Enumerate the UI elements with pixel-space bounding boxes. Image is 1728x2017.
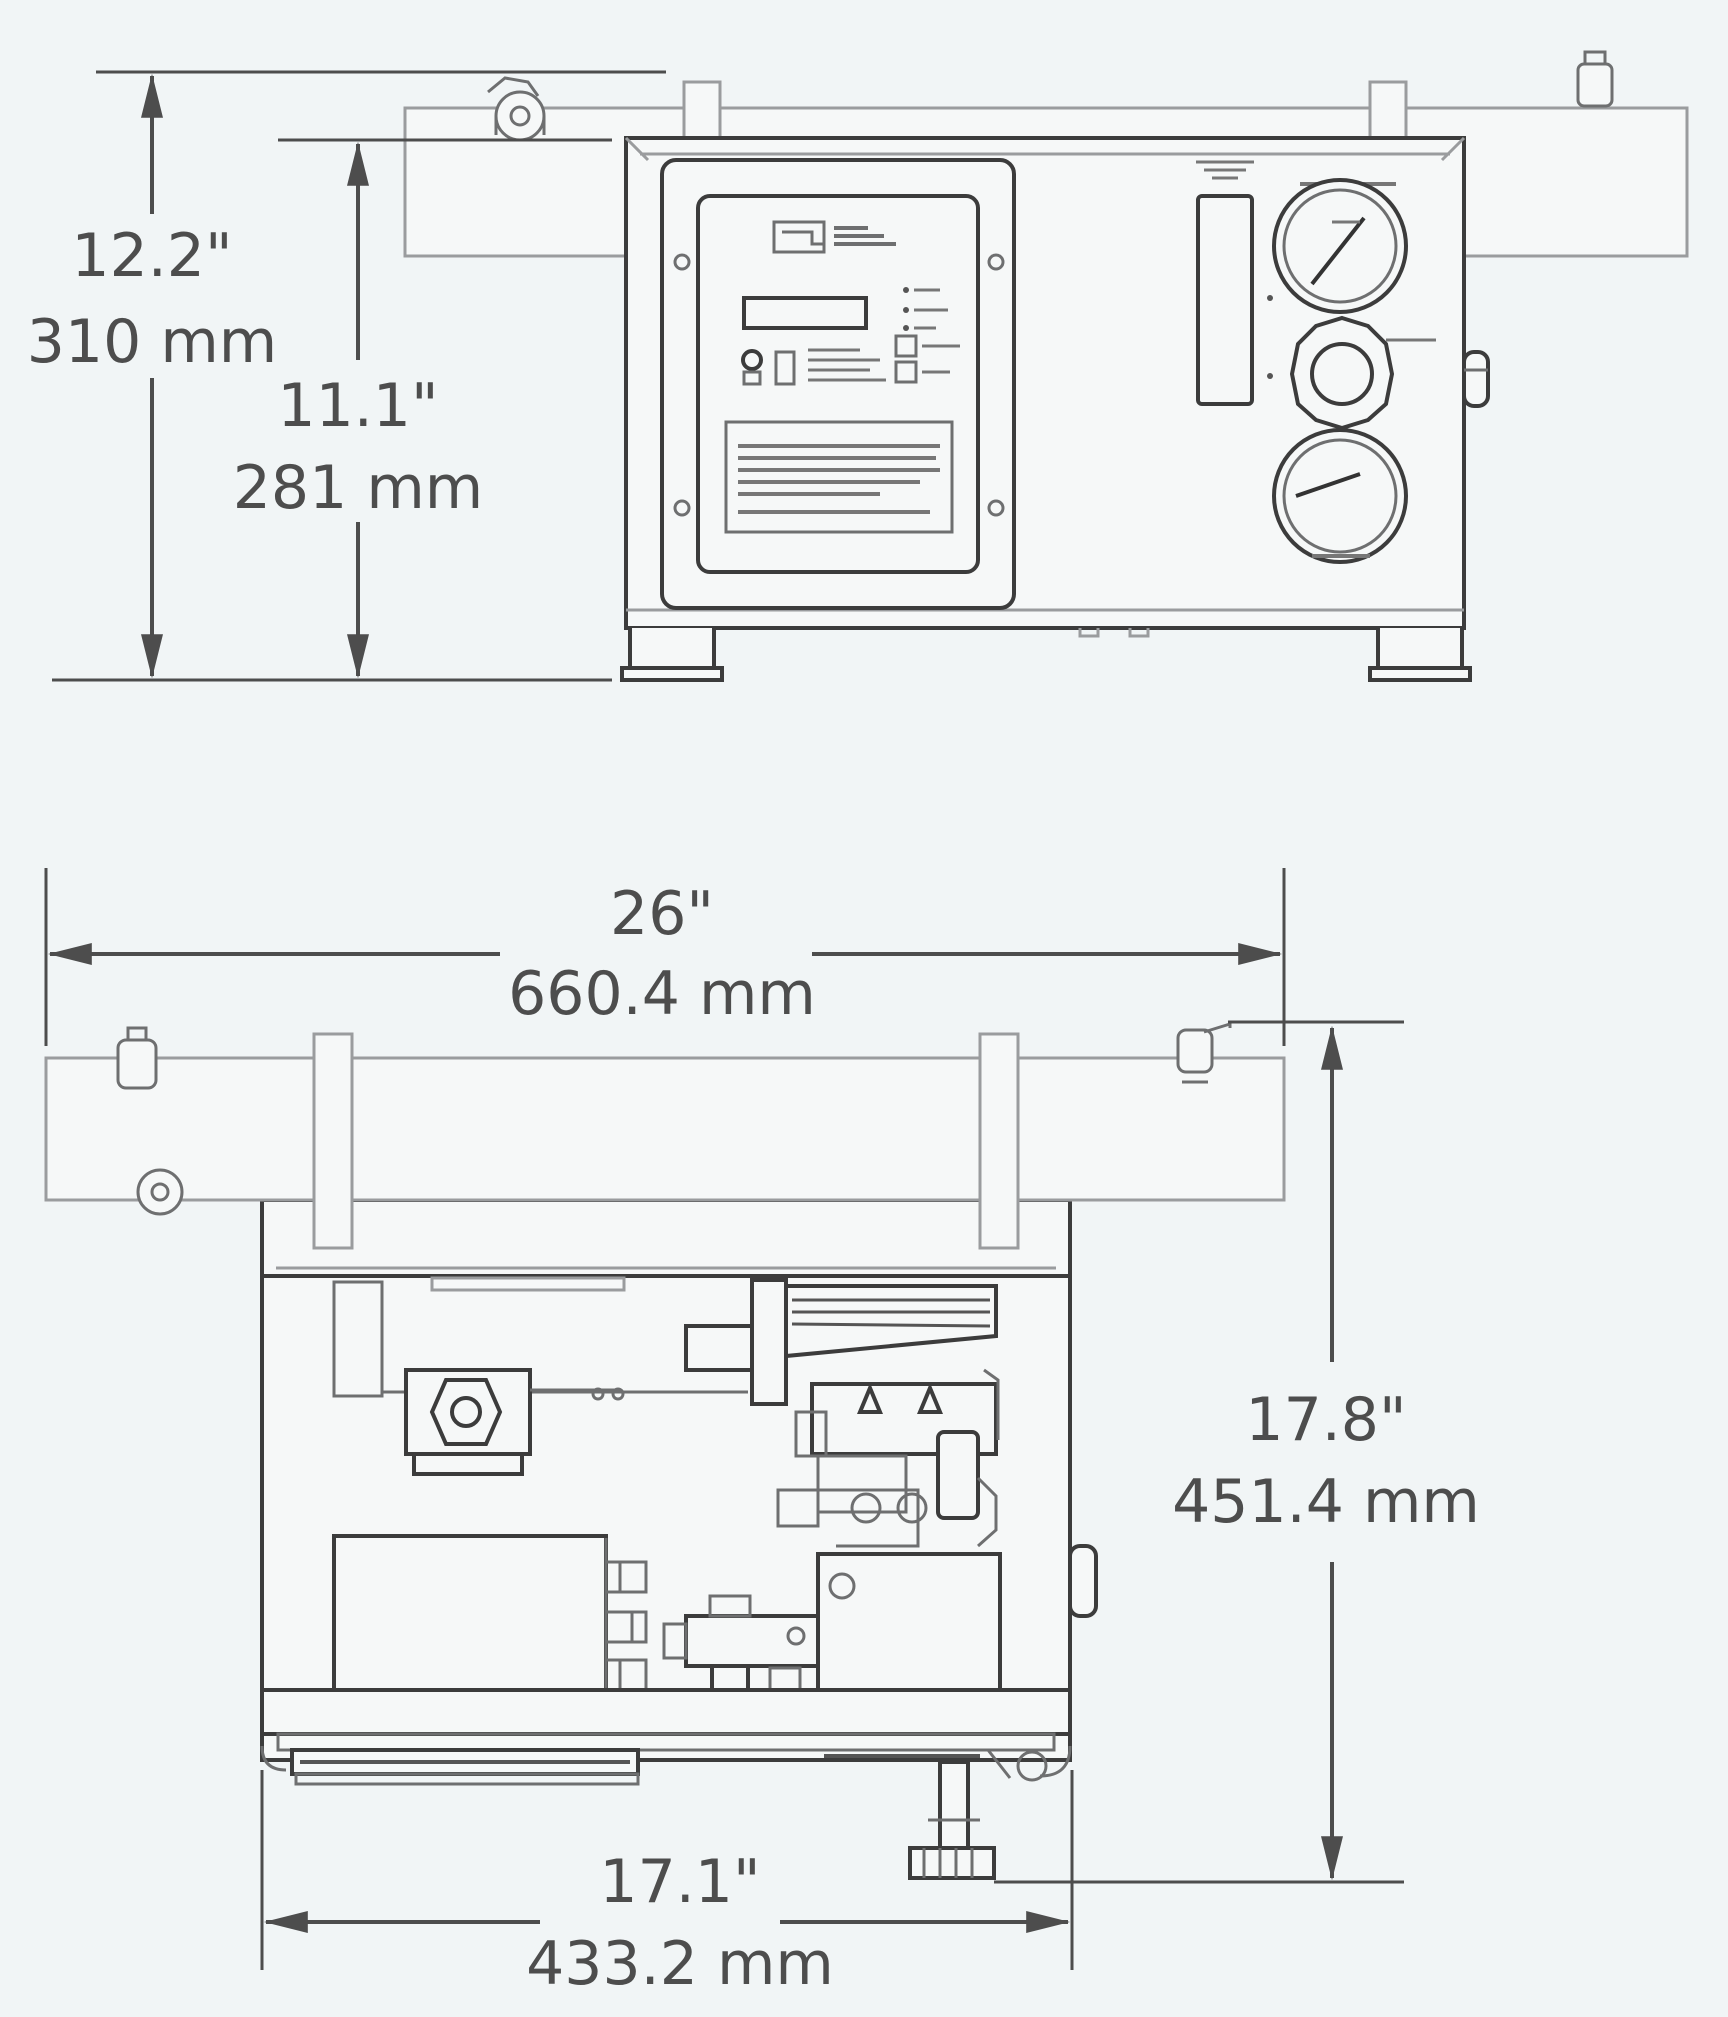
front-overall-height-in: 12.2" bbox=[71, 221, 232, 291]
electrical-box-icon bbox=[332, 1534, 648, 1694]
end-fitting-left-icon bbox=[116, 1026, 184, 1216]
front-overall-height-mm: 310 mm bbox=[27, 307, 278, 377]
top-view: 26" 660.4 mm 17.8" 451.4 mm 17.1" 433.2 … bbox=[44, 868, 1480, 1999]
panel-display bbox=[742, 296, 868, 330]
top-body-width-mm: 433.2 mm bbox=[526, 1929, 834, 1999]
base-plate-icon bbox=[260, 1745, 1072, 1786]
top-depth-in: 17.8" bbox=[1245, 1385, 1406, 1455]
control-panel bbox=[660, 158, 1016, 610]
top-overall-width-in: 26" bbox=[610, 879, 714, 949]
top-body-width-in: 17.1" bbox=[599, 1847, 760, 1917]
end-fitting-right-icon bbox=[1176, 1021, 1232, 1084]
manifold-icon bbox=[776, 1368, 1000, 1548]
clamp-top-right bbox=[978, 1032, 1020, 1250]
pressure-gauge-bottom-icon bbox=[1272, 428, 1408, 564]
panel-buttons bbox=[741, 348, 886, 386]
motor-icon bbox=[684, 1278, 998, 1406]
front-body-height-mm: 281 mm bbox=[233, 453, 484, 523]
front-body-height-in: 11.1" bbox=[277, 371, 438, 441]
clamp-top-left bbox=[312, 1032, 354, 1250]
indicator-lights bbox=[894, 287, 960, 384]
panel-instruction-label bbox=[724, 420, 954, 534]
tube-fitting-icon bbox=[1576, 50, 1614, 108]
valve-block-icon bbox=[662, 1552, 1002, 1694]
top-overall-width-mm: 660.4 mm bbox=[508, 959, 816, 1029]
tube-knob-icon bbox=[487, 76, 546, 142]
side-valve-icon bbox=[1462, 350, 1490, 408]
side-port-icon bbox=[1068, 1544, 1098, 1618]
panel-logo-icon bbox=[772, 220, 826, 254]
top-depth-mm: 451.4 mm bbox=[1172, 1467, 1480, 1537]
pump-icon bbox=[404, 1368, 625, 1476]
drain-valve-icon bbox=[908, 1760, 996, 1880]
pressure-gauge-top-icon bbox=[1272, 178, 1408, 314]
housing-clamp-left bbox=[682, 80, 722, 140]
flow-meter-icon bbox=[1196, 160, 1273, 406]
front-view: 12.2" 310 mm 11.1" 281 mm bbox=[27, 50, 1689, 682]
pressure-knob-icon bbox=[1289, 315, 1436, 431]
membrane-housing-top bbox=[44, 1056, 1286, 1202]
cabinet-feet bbox=[620, 628, 1472, 682]
housing-clamp-right bbox=[1368, 80, 1408, 140]
